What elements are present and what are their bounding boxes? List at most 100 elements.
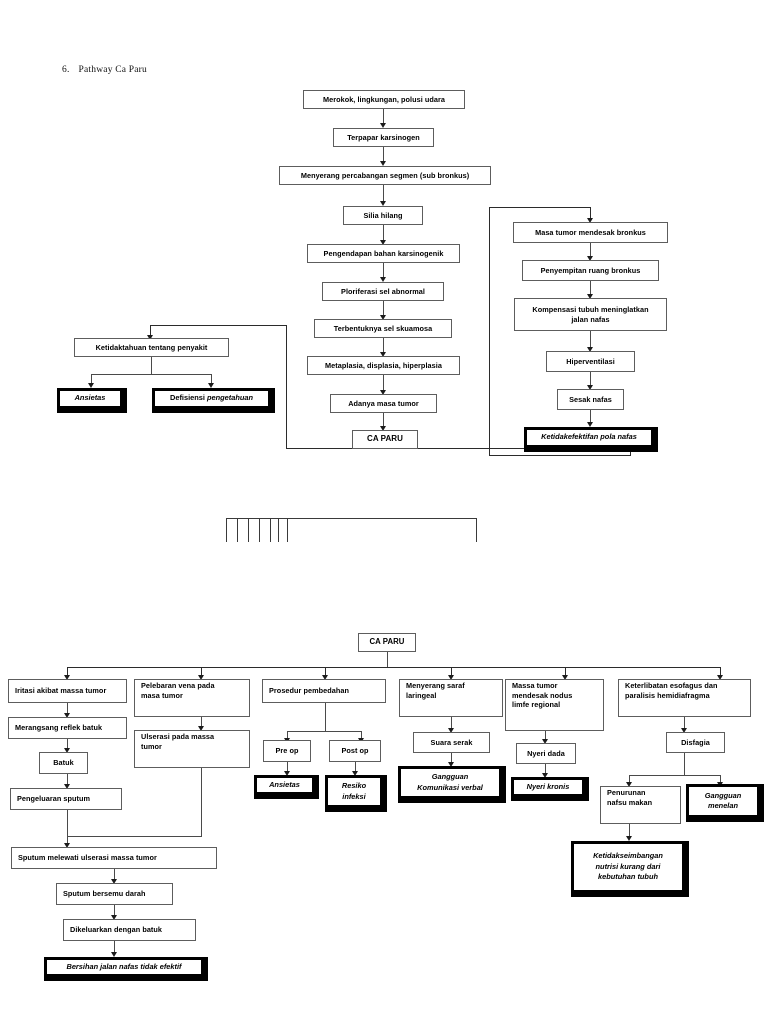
diagnosis-gangguan-menelan-line-2: menelan (708, 801, 738, 810)
node-suara-serak: Suara serak (413, 732, 490, 753)
diagnosis-gangguan-kom-line-2: Komunikasi verbal (417, 782, 483, 792)
connector (201, 768, 202, 836)
connector (383, 413, 384, 427)
node-iritasi-massa-tumor: Iritasi akibat massa tumor (8, 679, 127, 703)
node-nyeri-dada: Nyeri dada (516, 743, 576, 764)
node-kompensasi-line-2: jalan nafas (571, 314, 610, 324)
connector (150, 325, 151, 337)
diagnosis-nutrisi-line-1: Ketidakseimbangan (593, 851, 663, 861)
arrowhead (380, 277, 386, 282)
connector (355, 762, 356, 773)
connector (489, 455, 630, 456)
connector (114, 869, 115, 881)
node-ulserasi-line-1: Ulserasi pada massa (141, 732, 215, 741)
arrowhead (542, 773, 548, 778)
connector (383, 185, 384, 203)
arrowhead (717, 675, 723, 680)
arrowhead (587, 294, 593, 299)
page-title: 6.Pathway Ca Paru (62, 65, 147, 75)
diagnosis-nyeri-kronis: Nyeri kronis (511, 777, 589, 801)
arrowhead (64, 748, 70, 753)
connector (91, 374, 212, 375)
arrowhead (208, 383, 214, 388)
node-masa-tumor-mendesak-bronkus: Masa tumor mendesak bronkus (513, 222, 668, 243)
node-ulserasi-massa-tumor: Ulserasi pada massa tumor (134, 730, 250, 768)
node-saraf-line-2: laringeal (406, 690, 437, 700)
connector (545, 731, 546, 741)
connector (629, 824, 630, 838)
arrowhead (198, 726, 204, 731)
node-prosedur-pembedahan: Prosedur pembedahan (262, 679, 386, 703)
diagnosis-resiko-infeksi: Resiko infeksi (325, 775, 387, 812)
connector (383, 109, 384, 124)
connector (451, 717, 452, 730)
connector (383, 301, 384, 316)
connector (383, 375, 384, 391)
node-adanya-masa-tumor: Adanya masa tumor (330, 394, 437, 413)
diagnosis-resiko-infeksi-label: Resiko infeksi (325, 775, 383, 808)
connector (451, 753, 452, 764)
connector (325, 703, 326, 731)
node-ulserasi-line-2: tumor (141, 741, 162, 751)
diagnosis-ketidakefektifan-pola-nafas-label: Ketidakefektifan pola nafas (524, 427, 654, 448)
diagnosis-ketidakefektifan-pola-nafas: Ketidakefektifan pola nafas (524, 427, 658, 452)
node-sputum-melewati-ulserasi: Sputum melewati ulserasi massa tumor (11, 847, 217, 869)
node-ca-paru-top: CA PARU (352, 430, 418, 449)
connector (150, 325, 287, 326)
node-hiperventilasi: Hiperventilasi (546, 351, 635, 372)
diagnosis-ansietas-bottom-label: Ansietas (254, 775, 315, 795)
arrowhead (111, 915, 117, 920)
connector (67, 774, 68, 786)
connector (91, 374, 92, 385)
connector (684, 717, 685, 730)
connector (151, 357, 152, 374)
arrowhead (380, 426, 386, 431)
node-penurunan-nafsu-makan: Penurunan nafsu makan (600, 786, 681, 824)
connector (684, 753, 685, 775)
connector (114, 941, 115, 954)
connector (489, 207, 590, 208)
arrowhead (198, 675, 204, 680)
connector (590, 372, 591, 386)
node-pengeluaran-sputum: Pengeluaran sputum (10, 788, 122, 810)
arrowhead (626, 836, 632, 841)
connector (67, 836, 202, 837)
node-kompensasi-tubuh: Kompensasi tubuh meninglatkan jalan nafa… (514, 298, 667, 331)
connector (590, 207, 591, 220)
arrowhead (542, 739, 548, 744)
connector (383, 263, 384, 278)
node-saraf-line-1: Menyerang saraf (406, 681, 465, 690)
connector (383, 147, 384, 162)
diagnosis-nutrisi-line-3: kebutuhan tubuh (598, 872, 658, 882)
arrowhead (380, 390, 386, 395)
node-nodus-limfe-regional: Massa tumor mendesak nodus limfe regiona… (505, 679, 604, 731)
arrowhead (448, 675, 454, 680)
arrowhead (448, 728, 454, 733)
connector (67, 836, 68, 845)
connector (590, 331, 591, 349)
diagnosis-ansietas-label: Ansietas (57, 388, 123, 409)
connector (451, 667, 452, 677)
node-nodus-line-1: Massa tumor (512, 681, 558, 690)
diagnosis-gangguan-kom-line-1: Gangguan (431, 772, 469, 782)
connector (720, 775, 721, 784)
node-penurunan-line-1: Penurunan (607, 788, 646, 797)
connector (67, 810, 68, 836)
connector (383, 338, 384, 353)
arrowhead (587, 256, 593, 261)
connector (287, 762, 288, 773)
node-terbentuknya-sel-skuamosa: Terbentuknya sel skuamosa (314, 319, 452, 338)
arrowhead (64, 784, 70, 789)
connector (211, 374, 212, 385)
diagnosis-ansietas-bottom: Ansietas (254, 775, 319, 799)
arrowhead (88, 383, 94, 388)
arrowhead (587, 218, 593, 223)
page-title-text: Pathway Ca Paru (78, 65, 147, 75)
arrowhead (380, 240, 386, 245)
connector (489, 207, 490, 456)
diagnosis-defisiensi-pengetahuan: Defisiensi pengetahuan (152, 388, 275, 413)
node-menyerang-saraf-laringeal: Menyerang saraf laringeal (399, 679, 503, 717)
connector (383, 225, 384, 242)
connector (629, 775, 720, 776)
